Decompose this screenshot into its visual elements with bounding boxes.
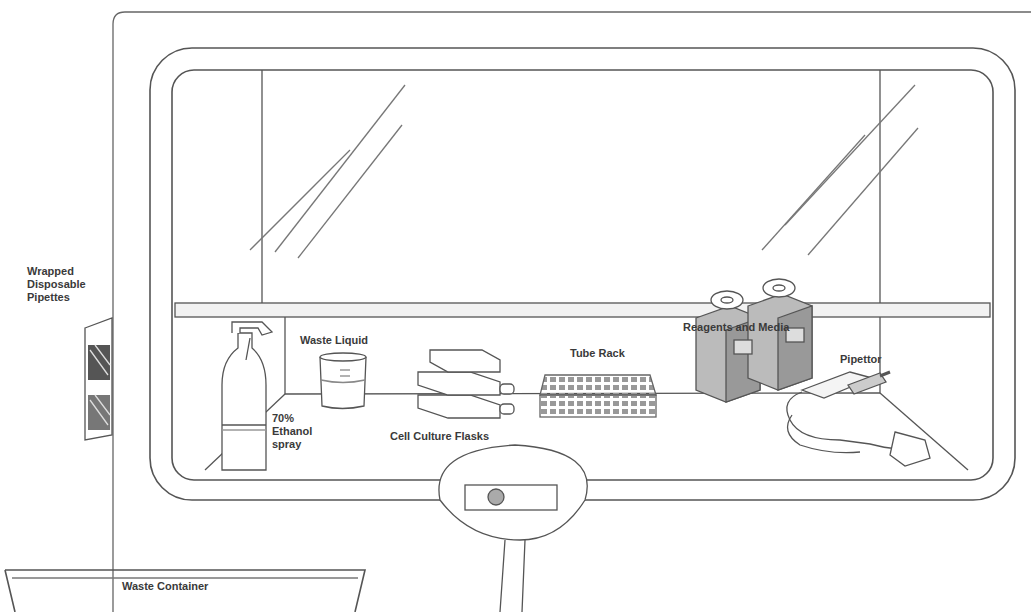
part-label: Waste Liquid: [300, 334, 390, 347]
part-label: Tube Rack: [570, 347, 650, 360]
part-label: Pipettor: [840, 353, 900, 366]
part-label: Waste Container: [122, 580, 252, 593]
part-label: Wrapped Disposable Pipettes: [27, 265, 87, 304]
part-label: 70% Ethanol spray: [272, 412, 320, 451]
part-label: Cell Culture Flasks: [390, 430, 520, 443]
part-label: Reagents and Media: [683, 321, 813, 334]
